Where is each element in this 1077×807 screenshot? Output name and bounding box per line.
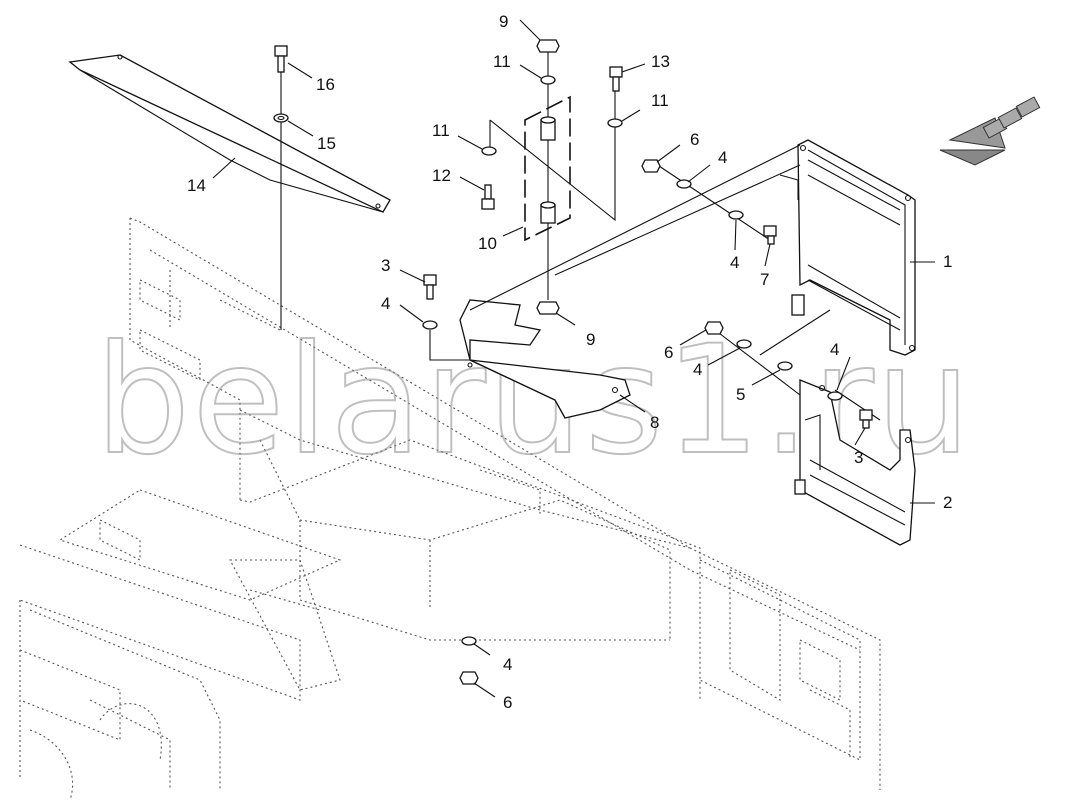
- bolt-3-left: [423, 274, 437, 300]
- bolt-12: [481, 184, 495, 210]
- bolt-7: [763, 225, 777, 245]
- step-ladder-lower: [794, 379, 916, 546]
- callout-4-middle: 4: [693, 360, 702, 379]
- callout-2: 2: [943, 493, 952, 512]
- callout-11-right: 11: [651, 91, 669, 110]
- direction-arrow-icon: [939, 96, 1041, 166]
- washer-5: [777, 361, 793, 371]
- callout-14: 14: [187, 176, 206, 195]
- callout-3-left: 3: [381, 256, 390, 275]
- callout-11-left: 11: [432, 121, 450, 140]
- step-ladder-upper: [779, 139, 916, 356]
- nut-9-lower: [536, 301, 560, 315]
- bolt-16: [274, 45, 288, 330]
- bolt-13: [609, 66, 623, 92]
- callout-16: 16: [316, 75, 335, 94]
- nut-9-top: [536, 39, 560, 53]
- callout-6-top: 6: [690, 130, 699, 149]
- bolt-3-right: [859, 409, 873, 429]
- callout-5: 5: [736, 385, 745, 404]
- callout-15: 15: [317, 134, 336, 153]
- washer-4-right: [827, 391, 843, 401]
- washer-15: [273, 113, 289, 123]
- washer-4-upper-2: [728, 210, 744, 220]
- callout-labels: 1 2 3 3 4 4 4 4 4 4 5 6 6 6 7 8 9 9 10 1…: [187, 12, 952, 712]
- callout-8: 8: [650, 413, 659, 432]
- rubber-mount-frame: [524, 95, 571, 242]
- callout-7: 7: [760, 270, 769, 289]
- washer-11-left: [481, 146, 497, 156]
- callout-9-top: 9: [499, 12, 508, 31]
- washer-11-top: [540, 75, 556, 85]
- callout-1: 1: [943, 252, 952, 271]
- callout-12: 12: [432, 166, 451, 185]
- callout-9-lower: 9: [586, 330, 595, 349]
- callout-4-top: 4: [718, 148, 727, 167]
- washer-11-right: [607, 118, 623, 128]
- washer-4-upper: [676, 179, 692, 189]
- assembly-lines: [429, 50, 881, 421]
- washer-4-bottom: [461, 636, 477, 646]
- callout-4-right: 4: [830, 340, 839, 359]
- washer-4-middle: [736, 339, 752, 349]
- callout-11-top: 11: [493, 52, 511, 71]
- callout-3-right: 3: [854, 448, 863, 467]
- leader-lines: [212, 19, 935, 698]
- callout-4-left: 4: [381, 294, 390, 313]
- callout-6-bottom: 6: [503, 693, 512, 712]
- mounting-bracket: [459, 299, 631, 419]
- nut-6-upper: [641, 159, 661, 173]
- callout-6-middle: 6: [664, 343, 673, 362]
- callout-13: 13: [651, 52, 670, 71]
- nut-6-middle: [704, 321, 724, 335]
- callout-4-bottom: 4: [503, 655, 512, 674]
- nut-6-bottom: [459, 671, 479, 685]
- washer-4-left: [422, 320, 438, 330]
- callout-4-upper: 4: [730, 253, 739, 272]
- tractor-frame: [19, 217, 881, 801]
- cover-plate: [68, 54, 391, 213]
- callout-10: 10: [478, 234, 497, 253]
